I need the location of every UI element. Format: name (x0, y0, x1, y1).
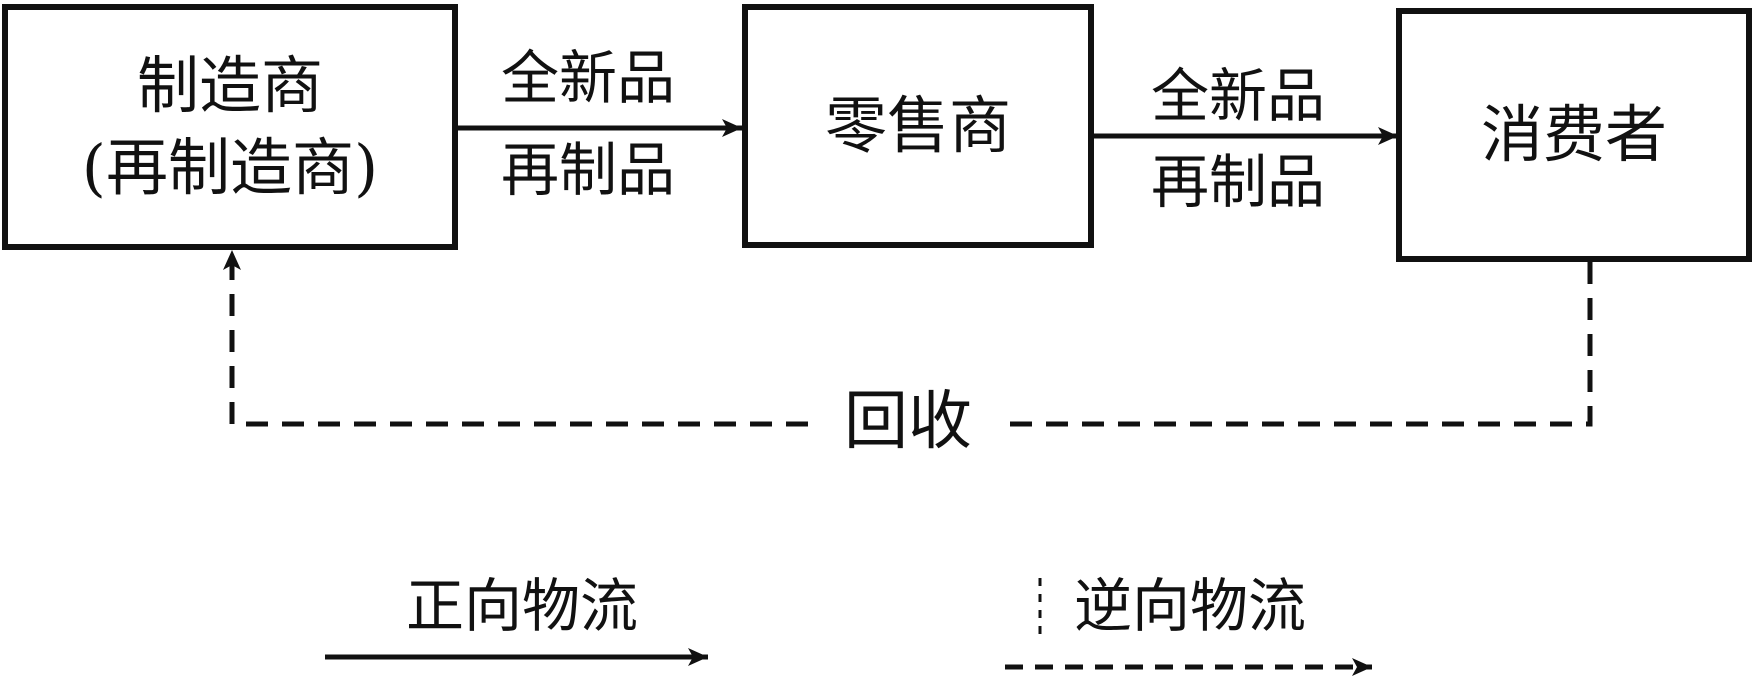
consumer-label: 消费者 (1480, 98, 1667, 171)
retailer-label: 零售商 (824, 89, 1011, 162)
manufacturer-label: 制造商 (136, 49, 323, 122)
manufacturer-node: 制造商 (再制造商) (2, 4, 458, 250)
edge-label-reman-product-1: 再制品 (500, 136, 675, 204)
recycle-path-left (223, 250, 808, 427)
legend-reverse-label: 逆向物流 (1073, 572, 1306, 640)
edge-label-reman-product-2: 再制品 (1150, 148, 1325, 216)
recycle-path-right (1005, 262, 1593, 427)
remanufacturer-label: (再制造商) (81, 131, 379, 204)
retailer-node: 零售商 (742, 4, 1094, 248)
edge-label-new-product-1: 全新品 (500, 44, 675, 112)
edge-label-new-product-2: 全新品 (1150, 62, 1325, 130)
recycle-label: 回收 (844, 385, 972, 459)
consumer-node: 消费者 (1396, 8, 1752, 262)
legend-forward-label: 正向物流 (405, 572, 638, 640)
